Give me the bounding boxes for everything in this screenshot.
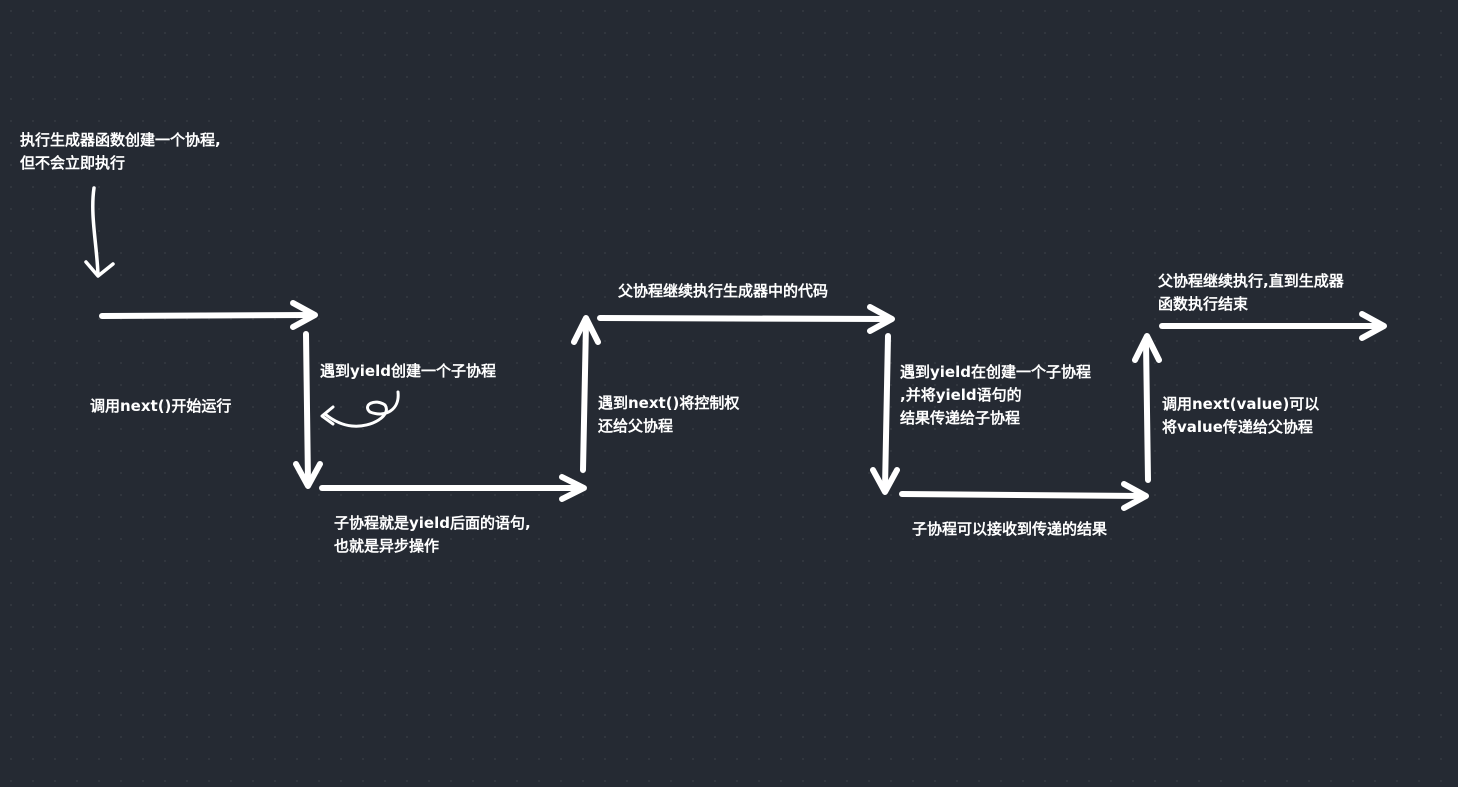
- arrow-next-up: [571, 315, 601, 473]
- loop-scribble: [320, 390, 400, 428]
- arrow-next-value-up: [1132, 333, 1162, 483]
- arrow-yield-again-down: [870, 333, 900, 495]
- label-yield-again: 遇到yield在创建一个子协程 ,并将yield语句的 结果传递给子协程: [900, 363, 1091, 427]
- start-arrow: [84, 186, 115, 278]
- label-call-next: 调用next()开始运行: [90, 397, 232, 415]
- arrow-yield-down: [293, 331, 323, 489]
- label-child-body: 子协程就是yield后面的语句, 也就是异步操作: [334, 514, 531, 555]
- label-yield-create: 遇到yield创建一个子协程: [320, 362, 496, 380]
- label-start: 执行生成器函数创建一个协程, 但不会立即执行: [20, 131, 221, 172]
- label-next-return: 遇到next()将控制权 还给父协程: [598, 394, 740, 435]
- arrow-end-right: [1159, 311, 1387, 341]
- arrow-child-right: [319, 474, 587, 502]
- arrow-parent-right: [597, 304, 895, 334]
- label-child-receive: 子协程可以接收到传递的结果: [912, 520, 1108, 538]
- arrow-receive-right: [899, 481, 1149, 511]
- label-next-value: 调用next(value)可以 将value传递给父协程: [1162, 395, 1320, 436]
- label-parent-end: 父协程继续执行,直到生成器 函数执行结束: [1158, 272, 1344, 313]
- arrow-call-next: [99, 300, 318, 330]
- label-parent-continue: 父协程继续执行生成器中的代码: [618, 282, 829, 300]
